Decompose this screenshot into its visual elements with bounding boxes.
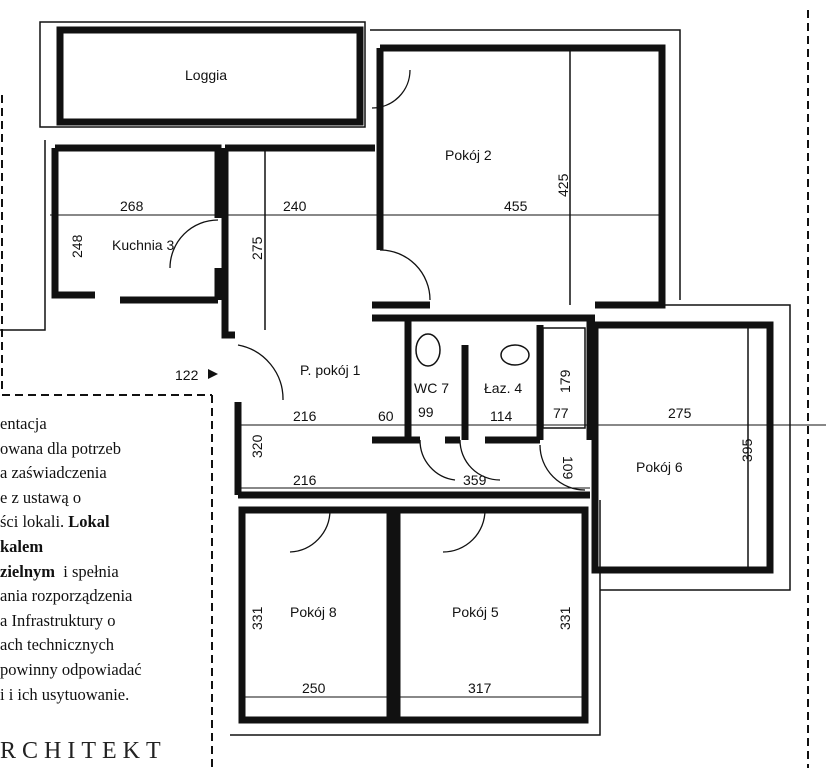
toilet-icon <box>415 333 441 367</box>
door-entry <box>237 344 284 401</box>
dim-kuchnia-h: 248 <box>69 234 85 258</box>
notes-line: owana dla potrzeb <box>0 438 121 458</box>
dim-entry: 122 <box>175 367 199 383</box>
loggia-outline <box>39 21 366 128</box>
dim-hall-216b: 216 <box>293 472 317 488</box>
kuchnia-walls <box>51 144 222 304</box>
room-label-przedpokoj: P. pokój 1 <box>300 362 361 378</box>
entry-arrow-icon <box>208 369 218 379</box>
dim-laz-w: 114 <box>490 408 513 424</box>
notes-line: zielnym i spełnia <box>0 560 210 585</box>
dim-pokoj2-h: 425 <box>555 173 571 197</box>
dim-pokoj5-w: 317 <box>468 680 492 696</box>
dim-pokoj8-h: 331 <box>249 606 265 630</box>
dim-bath-w: 77 <box>553 405 569 421</box>
door-pokoj8 <box>289 509 331 553</box>
notes-fragment: i spełnia <box>63 561 119 581</box>
hall-walls <box>221 144 590 499</box>
bathtub-icon <box>542 327 586 429</box>
room-label-pokoj8: Pokój 8 <box>290 604 337 620</box>
notes-text: entacja owana dla potrzeb a zaświadczeni… <box>0 412 210 707</box>
door-pokoj2 <box>379 249 431 301</box>
dim-corridor-359: 359 <box>463 472 487 488</box>
notes-line: a Infrastruktury o <box>0 610 116 630</box>
notes-line: ach technicznych <box>0 635 115 655</box>
notes-line: a zaświadczenia <box>0 463 107 483</box>
pokoj2-walls <box>372 44 666 309</box>
dim-wc-w: 99 <box>418 404 434 420</box>
pokoj8-walls <box>238 506 394 724</box>
notes-line: e z ustawą o <box>0 487 82 507</box>
notes-line: kalem <box>0 536 44 556</box>
notes-line: ści lokali. Lokal <box>0 510 210 535</box>
door-kuchnia <box>169 219 219 269</box>
door-wc <box>419 439 456 481</box>
dim-pokoj6-h: 395 <box>739 438 755 462</box>
door-lazienka <box>459 439 501 481</box>
dim-corridor-109: 109 <box>560 456 576 480</box>
notes-line: powinny odpowiadać <box>0 659 142 679</box>
room-label-wc: WC 7 <box>414 380 449 396</box>
dim-hall-320: 320 <box>249 434 265 458</box>
door-loggia <box>371 69 411 109</box>
dim-pokoj6-w: 275 <box>668 405 692 421</box>
sink-icon <box>500 344 530 366</box>
dim-hall-60: 60 <box>378 408 394 424</box>
room-label-pokoj5: Pokój 5 <box>452 604 499 620</box>
notes-line: i i ich usytuowanie. <box>0 684 130 704</box>
door-pokoj6 <box>539 444 586 491</box>
room-label-lazienka: Łaz. 4 <box>484 380 522 396</box>
pokoj6-walls <box>591 321 774 574</box>
room-label-loggia: Loggia <box>185 67 227 83</box>
loggia-walls <box>56 26 364 126</box>
architect-signature: RCHITEKT <box>0 738 167 764</box>
dim-kuchnia-w: 268 <box>120 198 144 214</box>
dim-hall-w: 240 <box>283 198 307 214</box>
bottom-outer <box>230 500 601 736</box>
notes-bold: Lokal <box>68 512 110 532</box>
dim-pokoj5-h: 331 <box>557 606 573 630</box>
dim-bath-h: 179 <box>557 369 573 393</box>
dim-pokoj8-w: 250 <box>302 680 326 696</box>
notes-line: ania rozporządzenia <box>0 586 133 606</box>
notes-line: entacja <box>0 414 47 433</box>
kuchnia-outer <box>0 140 46 331</box>
door-pokoj5 <box>442 509 486 553</box>
dim-hall-216a: 216 <box>293 408 317 424</box>
room-label-pokoj6: Pokój 6 <box>636 459 683 475</box>
room-label-kuchnia: Kuchnia 3 <box>112 237 174 253</box>
dim-hall-h: 275 <box>249 236 265 260</box>
bathroom-walls <box>372 314 595 444</box>
pokoj6-outer <box>600 304 791 591</box>
dim-pokoj2-w: 455 <box>504 198 528 214</box>
pokoj2-outer <box>370 29 681 300</box>
notes-bold: zielnym <box>0 561 55 581</box>
pokoj5-walls <box>393 506 589 724</box>
notes-fragment: ści lokali. <box>0 512 65 532</box>
room-label-pokoj2: Pokój 2 <box>445 147 492 163</box>
